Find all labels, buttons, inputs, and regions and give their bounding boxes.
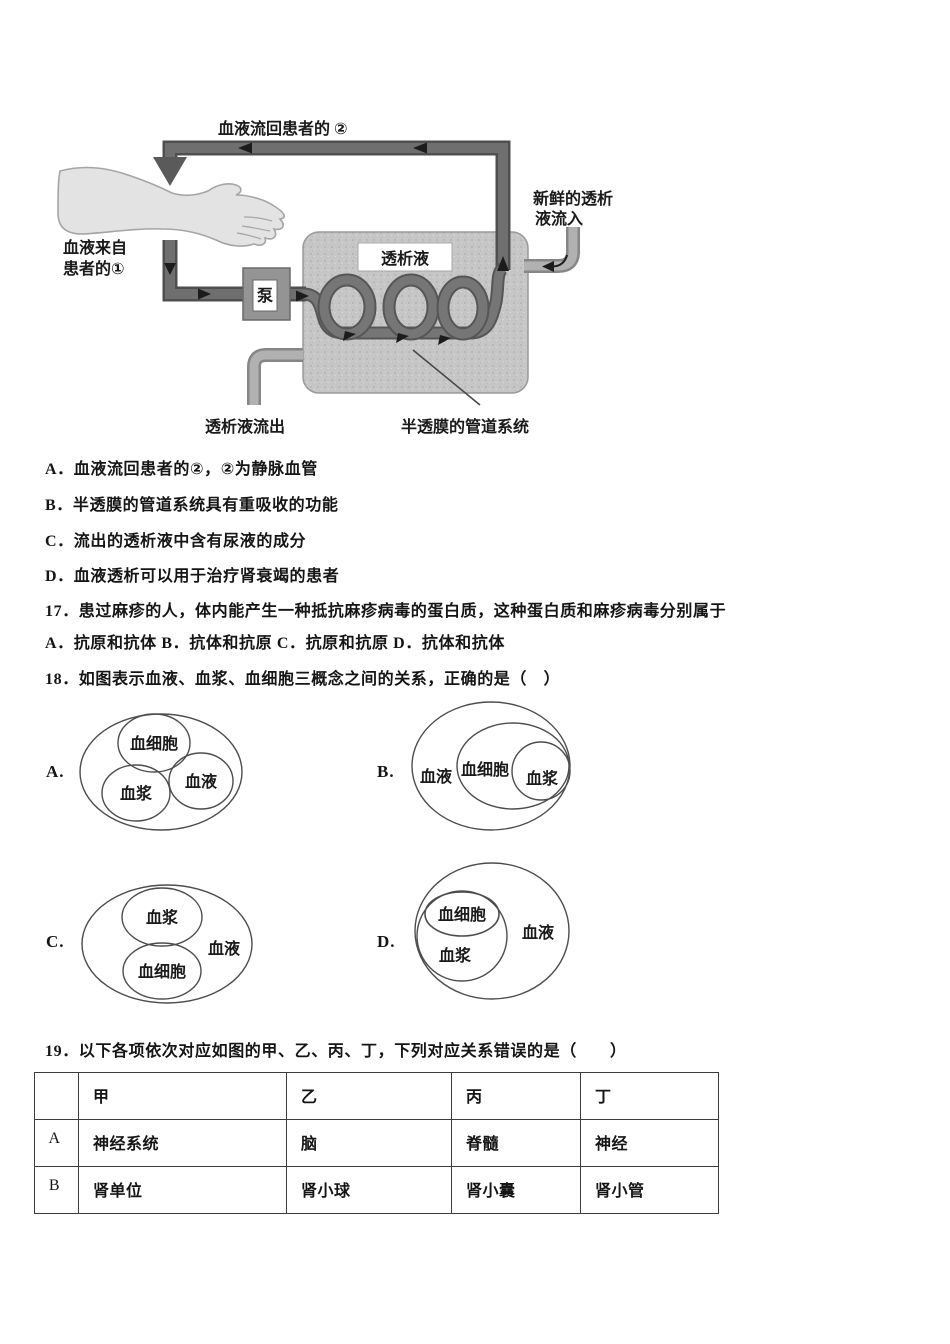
flow-arrows (164, 142, 554, 345)
venn-diagram-c: 血浆 血细胞 血液 (81, 884, 253, 1004)
tank-label: 透析液 (381, 249, 430, 268)
tank-label-box (357, 242, 453, 272)
row-b-cell-2: 肾小球 (286, 1166, 452, 1214)
venn-a-plasma-label: 血浆 (120, 784, 153, 803)
venn-d-cells-label: 血细胞 (438, 905, 486, 924)
venn-c-plasma-label: 血浆 (146, 908, 179, 927)
venn-b-letter: B. (377, 762, 395, 781)
question19-table: 甲 乙 丙 丁 A 神经系统 脑 脊髓 神经 B 肾单位 肾小球 肾小囊 肾小管 (34, 1072, 719, 1214)
venn-b-plasma-label: 血浆 (526, 769, 559, 788)
q16-option-b: B．半透膜的管道系统具有重吸收的功能 (45, 497, 339, 514)
venn-c-blood-label: 血液 (208, 939, 241, 958)
pump-box: 泵 (242, 267, 291, 321)
arm-illustration (57, 166, 286, 247)
venn-diagram-d: 血细胞 血浆 血液 (414, 862, 570, 1000)
venn-a-blood-label: 血液 (185, 772, 218, 791)
finger-lines (236, 216, 273, 240)
question18-stem: 18．如图表示血液、血浆、血细胞三概念之间的关系，正确的是（ ） (45, 671, 561, 688)
venn-d-blood-label: 血液 (522, 923, 555, 942)
label-semipermeable-tubing: 半透膜的管道系统 (401, 417, 529, 436)
venn-d-plasma-label: 血浆 (439, 946, 472, 965)
row-a-cell-4: 神经 (580, 1119, 719, 1167)
question19-stem: 19．以下各项依次对应如图的甲、乙、丙、丁，下列对应关系错误的是（ ） (45, 1043, 627, 1060)
row-a-cell-3: 脊髓 (451, 1119, 581, 1167)
label-fresh-dialysate-1: 新鲜的透析 (533, 189, 613, 208)
table-row-a: A 神经系统 脑 脊髓 神经 (34, 1119, 719, 1167)
coil-tubing (302, 262, 508, 341)
label-blood-return: 血液流回患者的 ② (218, 119, 348, 138)
label-dialysate-outflow: 透析液流出 (205, 417, 285, 436)
q16-option-a: A．血液流回患者的②，②为静脉血管 (45, 461, 318, 478)
row-b-letter: B (34, 1166, 79, 1214)
venn-b-blood-label: 血液 (420, 767, 453, 786)
venn-diagram-a: 血细胞 血浆 血液 (79, 713, 243, 831)
label-blood-from-2: 患者的① (63, 259, 125, 278)
row-a-cell-1: 神经系统 (78, 1119, 287, 1167)
label-fresh-dialysate-2: 液流入 (535, 209, 583, 228)
question17-options: A．抗原和抗体 B．抗体和抗原 C．抗原和抗原 D．抗体和抗体 (45, 635, 505, 652)
table-header-row: 甲 乙 丙 丁 (34, 1072, 719, 1120)
row-a-cell-2: 脑 (286, 1119, 452, 1167)
venn-diagram-b: 血液 血细胞 血浆 (411, 701, 571, 831)
dialysis-diagram: 泵 透析液 血液流回患者的 ② 血液来自 患者的① 新鲜的透析 液流入 透析液流… (57, 119, 613, 436)
label-blood-from-1: 血液来自 (63, 238, 127, 257)
venn-a-cells-label: 血细胞 (130, 734, 178, 753)
arrow-down-to-arm (153, 157, 187, 186)
header-cell-ding: 丁 (580, 1072, 719, 1120)
header-cell-yi: 乙 (286, 1072, 452, 1120)
venn-c-letter: C. (46, 932, 65, 951)
row-b-cell-4: 肾小管 (580, 1166, 719, 1214)
q16-option-d: D．血液透析可以用于治疗肾衰竭的患者 (45, 568, 340, 585)
table-row-b: B 肾单位 肾小球 肾小囊 肾小管 (34, 1166, 719, 1214)
venn-c-cells-label: 血细胞 (138, 962, 186, 981)
venn-b-cells-label: 血细胞 (461, 760, 509, 779)
row-b-cell-1: 肾单位 (78, 1166, 287, 1214)
dialysate-outflow-pipe (247, 348, 303, 405)
venn-a-letter: A. (46, 762, 65, 781)
pump-label: 泵 (256, 287, 273, 305)
header-cell-empty (34, 1072, 79, 1120)
header-cell-bing: 丙 (451, 1072, 581, 1120)
membrane-pointer-line (412, 349, 481, 406)
venn-d-letter: D. (377, 932, 396, 951)
dialysate-tank (302, 231, 529, 394)
question17-stem: 17．患过麻疹的人，体内能产生一种抵抗麻疹病毒的蛋白质，这种蛋白质和麻疹病毒分别… (45, 603, 727, 620)
row-a-letter: A (34, 1119, 79, 1167)
header-cell-jia: 甲 (78, 1072, 287, 1120)
inflow-arrow-curve (552, 254, 568, 268)
row-b-cell-3: 肾小囊 (451, 1166, 581, 1214)
q16-option-c: C．流出的透析液中含有尿液的成分 (45, 533, 307, 550)
